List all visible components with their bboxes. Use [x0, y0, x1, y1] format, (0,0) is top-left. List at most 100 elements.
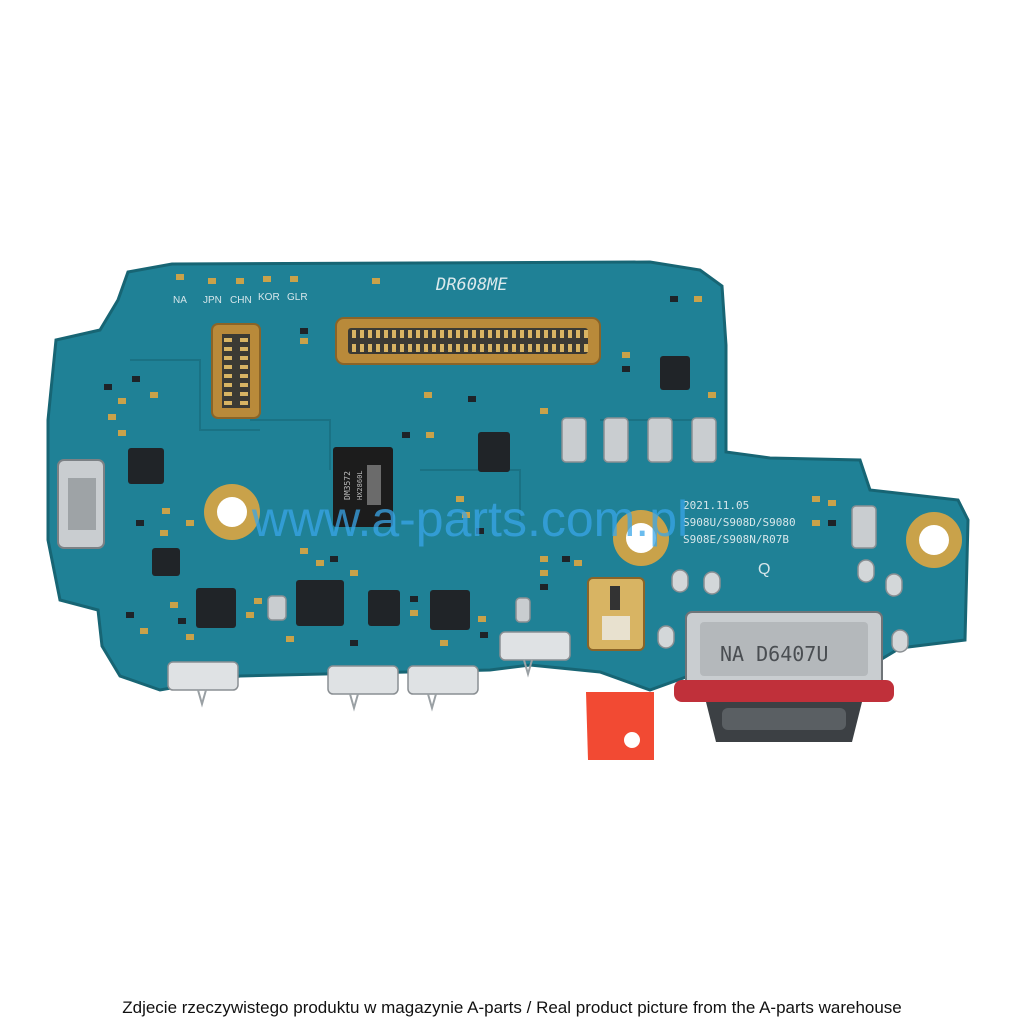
region-label-na: NA: [173, 295, 187, 306]
connector-pin: [480, 330, 484, 338]
main-chip: DM3572 HX2860L: [333, 447, 393, 527]
region-label-chn: CHN: [230, 295, 252, 306]
connector-pin: [488, 330, 492, 338]
connector-pin: [504, 330, 508, 338]
connector-pin: [352, 330, 356, 338]
smd-component: [478, 616, 486, 622]
connector-pin: [408, 344, 412, 352]
smd-component: [574, 560, 582, 566]
port-marking: NA D6407U: [720, 642, 828, 666]
slot: [657, 625, 675, 649]
connector-pin: [536, 330, 540, 338]
date-code: 2021.11.05: [683, 499, 749, 512]
smd-component: [108, 414, 116, 420]
smd-component: [126, 612, 134, 618]
smd-component: [410, 610, 418, 616]
smd-component: [350, 570, 358, 576]
board-marking: DR608ME: [435, 275, 508, 295]
connector-pin: [472, 330, 476, 338]
ic-chip: [660, 356, 690, 390]
connector-pin: [456, 330, 460, 338]
smd-component: [132, 376, 140, 382]
mounting-hole-left: [204, 484, 260, 540]
smd-component: [118, 430, 126, 436]
smd-component: [300, 338, 308, 344]
board-connector: [335, 317, 601, 365]
connector-pin: [376, 330, 380, 338]
connector-pin: [224, 338, 232, 342]
connector-pin: [528, 344, 532, 352]
model-line-2: S908E/S908N/R07B: [683, 533, 789, 546]
connector-pin: [496, 344, 500, 352]
connector-pin: [488, 344, 492, 352]
region-label-glr: GLR: [287, 292, 308, 303]
connector-pin: [224, 356, 232, 360]
connector-pin: [584, 330, 588, 338]
connector-pin: [224, 365, 232, 369]
smd-component: [540, 408, 548, 414]
connector-pin: [576, 330, 580, 338]
connector-pin: [512, 344, 516, 352]
connector-pin: [416, 330, 420, 338]
ic-chip: [128, 448, 164, 484]
connector-pin: [552, 330, 556, 338]
ic-chip: [478, 432, 510, 472]
ic-chip: [368, 590, 400, 626]
model-line-1: S908U/S908D/S9080: [683, 516, 796, 529]
photo-caption: Zdjecie rzeczywistego produktu w magazyn…: [122, 998, 902, 1017]
chip-label-1: DM3572: [343, 471, 352, 500]
slot: [671, 569, 689, 593]
usb-c-port: NA D6407U: [674, 611, 894, 742]
smd-component: [424, 392, 432, 398]
orange-tape: [586, 692, 654, 760]
connector-pin: [432, 344, 436, 352]
smd-component: [440, 640, 448, 646]
slot: [703, 571, 721, 595]
smd-component: [104, 384, 112, 390]
smd-component: [456, 496, 464, 502]
connector-pin: [552, 344, 556, 352]
contact-pad: [647, 417, 673, 463]
connector-pin: [408, 330, 412, 338]
ic-chip: [196, 588, 236, 628]
smd-component: [350, 640, 358, 646]
smd-component: [150, 392, 158, 398]
ic-chip: [152, 548, 180, 576]
connector-pin: [416, 344, 420, 352]
connector-pin: [240, 392, 248, 396]
connector-pin: [544, 330, 548, 338]
smd-component: [402, 432, 410, 438]
chip-label-2: HX2860L: [356, 470, 364, 500]
smd-component: [410, 596, 418, 602]
connector-pin: [424, 330, 428, 338]
mounting-hole-center: [613, 510, 669, 566]
connector-pin: [584, 344, 588, 352]
marker-q: Q: [758, 561, 770, 578]
region-label-kor: KOR: [258, 292, 280, 303]
smd-component: [178, 618, 186, 624]
connector-pin: [464, 330, 468, 338]
smd-component: [812, 496, 820, 502]
connector-pin: [224, 392, 232, 396]
microphone: [587, 577, 645, 651]
smd-component: [300, 548, 308, 554]
slot: [885, 573, 903, 597]
connector-pin: [424, 344, 428, 352]
smd-component: [622, 352, 630, 358]
connector-pin: [520, 344, 524, 352]
smd-component: [480, 632, 488, 638]
connector-pin: [384, 330, 388, 338]
connector-pin: [240, 347, 248, 351]
smd-component: [622, 366, 630, 372]
connector-pin: [240, 401, 248, 405]
connector-pin: [224, 347, 232, 351]
smd-component: [540, 570, 548, 576]
connector-pin: [440, 330, 444, 338]
connector-pin: [440, 344, 444, 352]
metal-bracket: [57, 459, 105, 549]
connector-pin: [512, 330, 516, 338]
ic-chip: [296, 580, 344, 626]
connector-pin: [240, 374, 248, 378]
connector-pin: [480, 344, 484, 352]
smd-component: [170, 602, 178, 608]
